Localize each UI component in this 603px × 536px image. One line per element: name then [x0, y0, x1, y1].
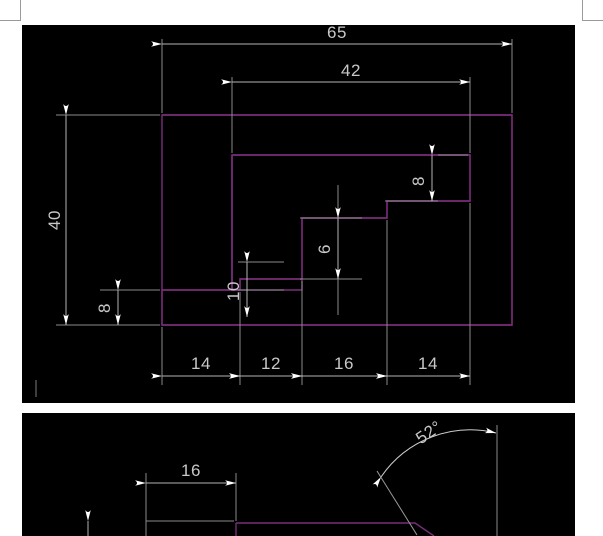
dim-label-8-left: 8 [95, 303, 114, 313]
front-view-staircase [161, 114, 513, 326]
front-view-outline [161, 114, 513, 326]
front-view-svg: 65 42 40 8 10 [35, 25, 513, 397]
dim-label-65: 65 [327, 25, 347, 42]
dim-step-height-8-right[interactable]: 8 [409, 144, 435, 201]
dim-label-chain-14b: 14 [418, 354, 438, 373]
dim-label-6: 6 [315, 244, 334, 254]
crop-mark-top-right [582, 0, 603, 21]
dim-label-chain-16: 16 [334, 354, 354, 373]
crop-mark-top-left [0, 0, 21, 21]
dim-step-height-10[interactable]: 10 [224, 251, 250, 317]
front-view-extension-lines [56, 39, 513, 385]
dim-base-height-8[interactable]: 8 [95, 279, 121, 325]
dim-label-chain-14a: 14 [191, 354, 211, 373]
dim-overall-height-40[interactable]: 40 [45, 104, 69, 325]
dim-aux-width-16[interactable]: 16 [135, 461, 236, 486]
auxiliary-view-panel[interactable]: 16 52° [22, 413, 575, 536]
dim-chain-bottom[interactable]: 14 12 16 14 [151, 354, 470, 379]
dim-label-42: 42 [341, 61, 361, 80]
angle-leg-line [376, 470, 418, 536]
dim-angle-52[interactable]: 52° [372, 417, 497, 536]
dim-label-aux-16: 16 [181, 461, 201, 480]
dim-label-8-right: 8 [409, 176, 428, 186]
front-view-panel[interactable]: 65 42 40 8 10 [22, 25, 575, 403]
dim-step-height-6[interactable]: 6 [315, 207, 341, 279]
angle-arc [372, 427, 497, 488]
auxiliary-view-extension-lines [145, 425, 498, 536]
dim-label-chain-12: 12 [261, 354, 281, 373]
front-view-step-profile [231, 155, 303, 291]
dim-label-40: 40 [45, 210, 64, 230]
dim-label-10: 10 [224, 281, 243, 301]
auxiliary-view-svg: 16 52° [85, 417, 498, 536]
dim-overall-width-65[interactable]: 65 [151, 25, 512, 47]
auxiliary-view-outline [235, 522, 435, 536]
dim-inner-width-42[interactable]: 42 [221, 61, 470, 85]
